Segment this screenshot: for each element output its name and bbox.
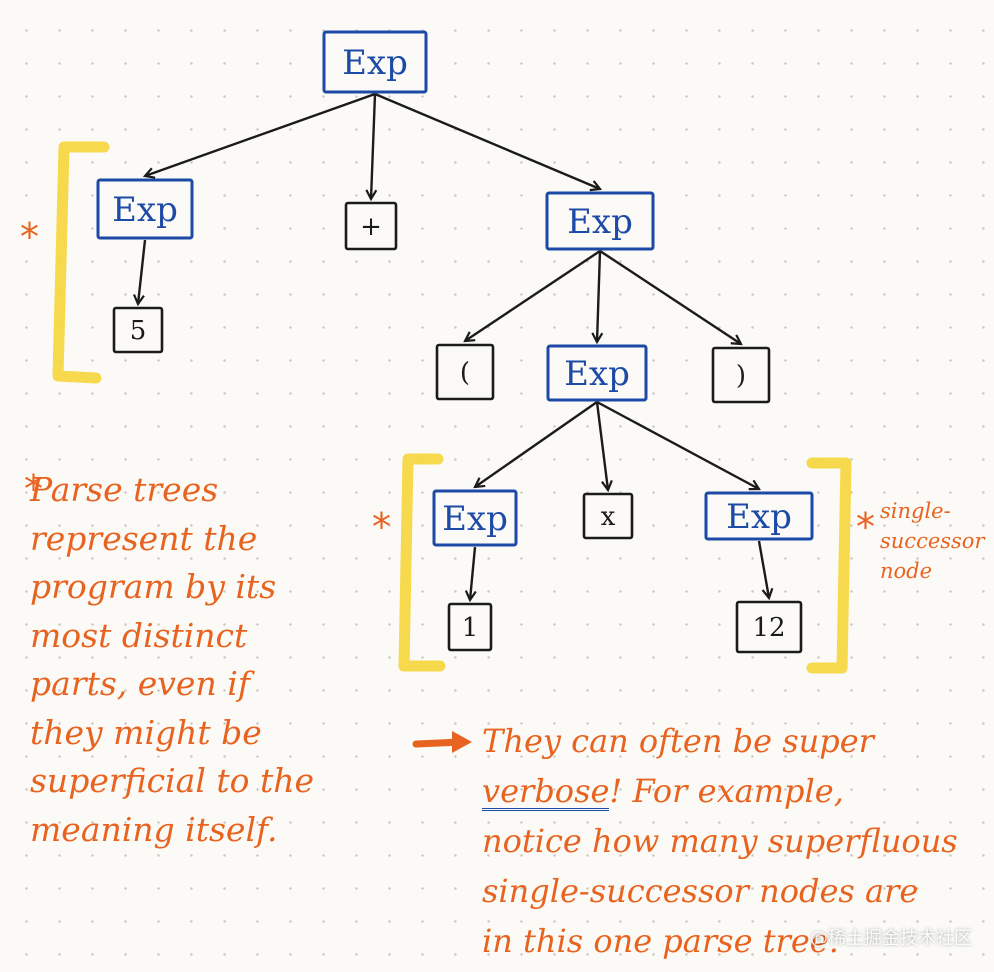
tree-node-label: + bbox=[360, 212, 382, 242]
lower-right-bracket-highlight bbox=[806, 457, 852, 674]
verbose-note: They can often be super verbose! For exa… bbox=[482, 716, 972, 966]
tree-node-box bbox=[96, 178, 194, 240]
tree-edge-mid-exp-to-low-left-exp bbox=[475, 401, 598, 487]
tree-node-label: x bbox=[601, 502, 616, 532]
tree-node-box bbox=[447, 602, 493, 652]
tree-edge-mid-exp-to-times bbox=[595, 401, 608, 490]
verbose-note-rest: ! For example, notice how many superfluo… bbox=[482, 772, 958, 960]
parse-tree-note: Parse trees represent the program by its… bbox=[30, 470, 315, 849]
tree-node-times: x bbox=[582, 492, 634, 540]
tree-node-label: 12 bbox=[752, 613, 785, 643]
tree-node-box bbox=[322, 30, 428, 94]
tree-node-label: ) bbox=[736, 361, 746, 391]
tree-edge-root-to-right-exp bbox=[374, 92, 600, 189]
tree-node-label: Exp bbox=[564, 354, 630, 394]
lower-left-bracket-highlight bbox=[398, 453, 446, 672]
tree-node-box bbox=[435, 343, 495, 401]
tree-node-label: Exp bbox=[342, 43, 408, 83]
tree-edge-root-to-plus bbox=[371, 93, 375, 199]
tree-node-label: 5 bbox=[130, 316, 147, 346]
tree-edge-right-exp-to-lparen bbox=[465, 250, 601, 341]
single-successor-note: single- successor node bbox=[880, 499, 985, 583]
tree-node-rparen: ) bbox=[711, 346, 771, 404]
tree-edge-low-right-exp-to-twelve bbox=[757, 540, 769, 598]
tree-node-right-exp: Exp bbox=[545, 191, 655, 251]
tree-node-low-left-exp: Exp bbox=[432, 489, 518, 547]
tree-node-lparen: ( bbox=[435, 343, 495, 401]
asterisk-icon: * bbox=[20, 215, 39, 259]
left-bracket-highlight bbox=[52, 141, 110, 384]
tree-node-label: Exp bbox=[442, 499, 508, 539]
tree-node-five: 5 bbox=[112, 306, 164, 354]
tree-node-label: Exp bbox=[112, 190, 178, 230]
tree-node-box bbox=[704, 491, 814, 541]
watermark: @稀土掘金技术社区 bbox=[810, 928, 972, 949]
tree-edge-low-left-exp-to-one bbox=[470, 546, 475, 600]
tree-node-label: ( bbox=[460, 358, 470, 388]
tree-node-label: Exp bbox=[567, 202, 633, 242]
tree-node-mid-exp: Exp bbox=[546, 344, 648, 402]
tree-node-one: 1 bbox=[447, 602, 493, 652]
tree-node-label: Exp bbox=[726, 497, 792, 537]
tree-node-box bbox=[344, 201, 398, 251]
tree-edge-right-exp-to-rparen bbox=[599, 249, 741, 344]
tree-node-twelve: 12 bbox=[735, 600, 803, 654]
orange-arrow-icon bbox=[412, 731, 472, 753]
tree-node-box bbox=[582, 492, 634, 540]
asterisk-icon: * bbox=[856, 505, 875, 549]
tree-edge-left-exp-to-five bbox=[138, 239, 147, 304]
asterisk-icon: * bbox=[24, 467, 43, 511]
tree-node-low-right-exp: Exp bbox=[704, 491, 814, 541]
tree-node-box bbox=[711, 346, 771, 404]
tree-node-box bbox=[112, 306, 164, 354]
tree-edge-root-to-left-exp bbox=[145, 92, 376, 176]
tree-edge-right-exp-to-mid-exp bbox=[597, 250, 600, 342]
tree-node-box bbox=[432, 489, 518, 547]
tree-node-box bbox=[735, 600, 803, 654]
tree-edges bbox=[138, 92, 769, 600]
asterisk-icon: * bbox=[372, 505, 391, 549]
tree-node-box bbox=[546, 344, 648, 402]
tree-node-root: Exp bbox=[322, 30, 428, 94]
tree-node-label: 1 bbox=[462, 613, 479, 643]
tree-node-plus: + bbox=[344, 201, 398, 251]
tree-node-left-exp: Exp bbox=[96, 178, 194, 240]
tree-edge-mid-exp-to-low-right-exp bbox=[596, 400, 759, 489]
verbose-word: verbose bbox=[482, 772, 610, 811]
tree-node-box bbox=[545, 191, 655, 251]
verbose-note-line1: They can often be super bbox=[482, 722, 874, 760]
